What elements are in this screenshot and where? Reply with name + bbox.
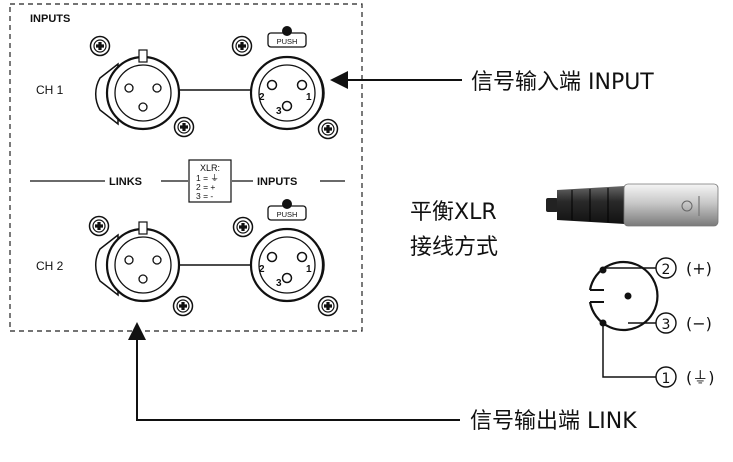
xlr-legend-line1: 1 = ⏚ — [196, 173, 219, 183]
ch1-push-latch[interactable]: PUSH — [267, 26, 307, 48]
link-arrow — [128, 322, 460, 421]
ch1-pin3-label: 3 — [276, 106, 282, 117]
ch2-pin3-label: 3 — [276, 278, 282, 289]
panel-outline — [9, 3, 363, 332]
ch2-push-latch[interactable]: PUSH — [267, 199, 307, 221]
pin2-callout: 2 (+) — [655, 257, 712, 279]
screw-icon — [89, 35, 111, 57]
screw-icon — [317, 118, 339, 140]
pin3-number: 3 — [662, 317, 671, 333]
input-arrow — [330, 71, 462, 89]
pin1-callout: 1 (⏚) — [655, 366, 715, 388]
ch2-pin1-label: 1 — [306, 264, 312, 275]
ch2-pin2-label: 2 — [259, 264, 265, 275]
xlr-plug-image — [546, 183, 719, 227]
pin2-number: 2 — [662, 262, 671, 278]
links-label: LINKS — [109, 176, 142, 188]
ch2-input-connector[interactable] — [249, 227, 325, 303]
pin2-sign: (+) — [686, 259, 712, 278]
ch2-link-connector[interactable] — [94, 221, 181, 303]
ch1-input-connector[interactable] — [249, 55, 325, 131]
screw-icon — [172, 295, 194, 317]
ch1-label: CH 1 — [36, 83, 64, 97]
pin1-sign: (⏚) — [686, 368, 715, 387]
balanced-title-line1: 平衡XLR — [410, 200, 497, 225]
screw-icon — [232, 216, 254, 238]
screw-icon — [88, 215, 110, 237]
inputs-label: INPUTS — [257, 176, 297, 188]
input-callout-label: 信号输入端 INPUT — [471, 70, 654, 95]
xlr-legend-box: XLR: 1 = ⏚ 2 = + 3 = - — [188, 159, 232, 203]
screw-icon — [231, 35, 253, 57]
screw-icon — [317, 295, 339, 317]
ch2-push-label: PUSH — [277, 210, 298, 219]
xlr-pin-diagram — [588, 260, 659, 378]
ch1-pin1-label: 1 — [306, 92, 312, 103]
xlr-legend-line2: 2 = + — [196, 182, 215, 192]
xlr-legend-line3: 3 = - — [196, 191, 213, 201]
pin3-callout: 3 (−) — [655, 312, 712, 334]
ch1-link-connector[interactable] — [94, 49, 181, 131]
ch1-push-label: PUSH — [277, 37, 298, 46]
ch1-pin2-label: 2 — [259, 92, 265, 103]
inputs-heading: INPUTS — [30, 13, 70, 25]
ch2-label: CH 2 — [36, 259, 64, 273]
pin3-sign: (−) — [686, 314, 712, 333]
pin1-number: 1 — [662, 371, 671, 387]
xlr-legend-title: XLR: — [200, 163, 220, 173]
balanced-title-line2: 接线方式 — [410, 235, 498, 260]
link-callout-label: 信号输出端 LINK — [470, 409, 637, 434]
screw-icon — [173, 116, 195, 138]
